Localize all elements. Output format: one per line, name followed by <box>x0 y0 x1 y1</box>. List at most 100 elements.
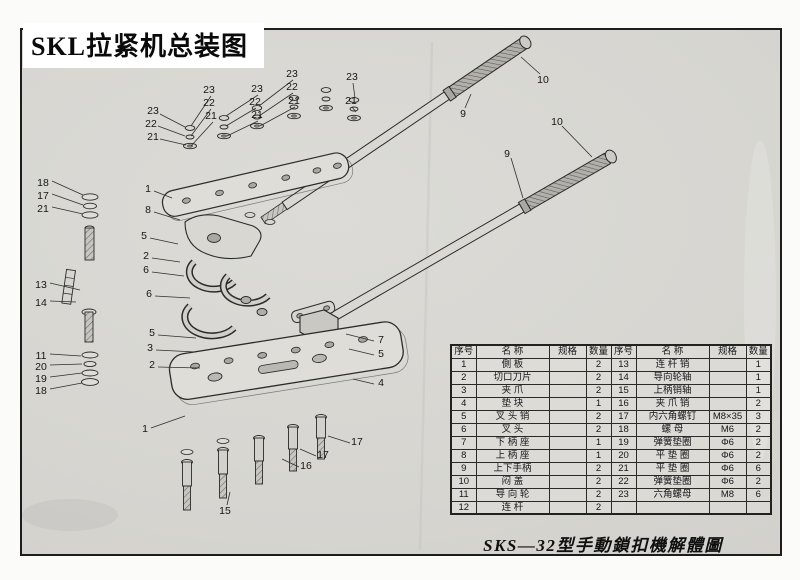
leader-line <box>510 157 524 199</box>
part-callout: 10 <box>537 74 549 86</box>
part-callout: 18 <box>37 177 49 189</box>
table-cell: 1 <box>745 383 772 398</box>
leader-line <box>258 92 294 117</box>
table-cell: 平 垫 圈 <box>635 461 710 476</box>
part-callout: 2 <box>149 359 155 371</box>
part-callout: 21 <box>37 203 49 215</box>
part-callout: 18 <box>35 385 47 397</box>
table-cell <box>548 396 587 411</box>
part-callout: 21 <box>147 131 159 143</box>
table-cell: 垫 块 <box>475 396 550 411</box>
part-callout: 22 <box>286 81 298 93</box>
table-cell: 5 <box>450 409 477 424</box>
part-callout: 11 <box>36 350 47 362</box>
table-cell: 平 垫 圈 <box>635 448 710 463</box>
parts-table-head-row: 序号名 称规格数量序号名 称规格数量 <box>450 344 772 359</box>
table-cell: 20 <box>610 448 637 463</box>
table-cell: 2 <box>745 396 772 411</box>
table-cell: 上下手柄 <box>475 461 550 476</box>
table-cell: 上 柄 座 <box>475 448 550 463</box>
part-callout: 17 <box>317 449 329 461</box>
leader-line <box>561 125 593 158</box>
part-callout: 6 <box>146 288 152 300</box>
table-cell <box>708 396 747 411</box>
part-callout: 5 <box>149 327 155 339</box>
table-cell: 2 <box>585 370 612 385</box>
table-cell <box>745 500 772 515</box>
table-cell: 2 <box>585 487 612 502</box>
table-cell: 15 <box>610 383 637 398</box>
table-cell: 2 <box>745 474 772 489</box>
handle-seat-upper <box>184 214 262 260</box>
part-callout: 2 <box>143 250 149 262</box>
leader-line <box>49 282 81 291</box>
part-callout: 22 <box>203 97 215 109</box>
table-cell: 23 <box>610 487 637 502</box>
diagram-caption: SKS—32型手動鎖扣機解體圖 <box>483 536 723 555</box>
part-callout: 23 <box>203 84 215 96</box>
table-cell <box>548 422 587 437</box>
leader-line <box>49 300 77 303</box>
fork-heads <box>185 259 271 307</box>
table-cell: 4 <box>450 396 477 411</box>
leader-line <box>520 56 541 75</box>
table-cell: 夹 爪 销 <box>635 396 710 411</box>
leader-line <box>225 107 257 127</box>
leader-line <box>51 206 84 215</box>
table-cell: 18 <box>610 422 637 437</box>
table-cell: 2 <box>745 448 772 463</box>
table-cell: 夹 爪 <box>475 383 550 398</box>
table-cell <box>548 487 587 502</box>
table-cell: 6 <box>450 422 477 437</box>
table-cell <box>548 409 587 424</box>
leader-line <box>49 372 83 378</box>
part-callout: 4 <box>378 377 384 389</box>
table-cell: 2 <box>585 474 612 489</box>
table-cell: 螺 母 <box>635 422 710 437</box>
leader-line <box>225 94 259 117</box>
part-callout: 21 <box>251 109 263 121</box>
part-callout: 23 <box>251 83 263 95</box>
part-callout: 9 <box>460 108 466 120</box>
table-cell: 2 <box>585 500 612 515</box>
leader-line <box>155 349 197 353</box>
table-cell: 2 <box>585 461 612 476</box>
page-title: SKL拉紧机总装图 <box>31 32 249 61</box>
title-chip: SKL拉紧机总装图 <box>23 23 265 68</box>
part-callout: 22 <box>145 118 157 130</box>
part-callout: 23 <box>147 105 159 117</box>
fastener-stack <box>319 87 333 112</box>
part-callout: 23 <box>286 68 298 80</box>
table-cell: 側 板 <box>475 357 550 372</box>
table-cell: 7 <box>450 435 477 450</box>
fastener-stack <box>287 95 301 120</box>
table-header-cell: 名 称 <box>635 344 710 359</box>
part-callout: 15 <box>219 505 231 517</box>
table-cell <box>548 370 587 385</box>
leader-line <box>226 120 259 137</box>
table-cell: M6 <box>708 422 747 437</box>
leader-line <box>327 435 351 444</box>
table-cell: 1 <box>585 435 612 450</box>
table-cell: 12 <box>450 500 477 515</box>
table-cell: 13 <box>610 357 637 372</box>
table-cell: 叉 头 <box>475 422 550 437</box>
table-cell: 弹簧垫圈 <box>635 474 710 489</box>
table-cell: 叉 头 销 <box>475 409 550 424</box>
leader-line <box>299 448 317 457</box>
table-cell: 1 <box>745 357 772 372</box>
assembly-diagram: 1817211314112019182322211852665321232221… <box>22 35 776 551</box>
leader-line <box>259 106 296 127</box>
table-cell: 2 <box>585 357 612 372</box>
leader-line <box>157 125 186 137</box>
handle-lower <box>300 149 617 339</box>
part-callout: 21 <box>288 95 300 107</box>
